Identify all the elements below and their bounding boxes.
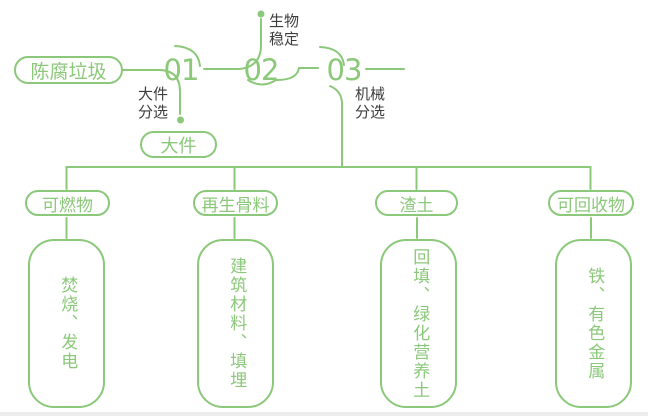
connector-02-to-03 (276, 67, 319, 81)
source-node: 陈腐垃圾 (14, 56, 123, 84)
connector-02-underarc (247, 79, 277, 86)
stage-number-02: 02 (243, 53, 280, 87)
category-node-recyclables: 可回收物 (548, 190, 634, 216)
category-node-combustibles: 可燃物 (25, 190, 110, 216)
riser-endpoint-dot (257, 10, 265, 18)
category-label: 可燃物 (42, 195, 93, 216)
result-text: 铁、有色金属 (584, 266, 605, 381)
source-node-label: 陈腐垃圾 (30, 60, 107, 83)
connector-source-to-01-drop (122, 69, 181, 115)
bottom-edge-strip (0, 412, 648, 416)
connector-03-feed-drop (329, 85, 343, 168)
result-box-recycled-aggregate: 建筑材料、填埋 (197, 239, 274, 408)
category-label: 再生骨料 (201, 195, 270, 216)
category-node-recycled-aggregate: 再生骨料 (193, 190, 278, 216)
stage-label-mechanical-sorting: 机械分选 (355, 85, 386, 121)
output-node-bulky-label: 大件 (160, 135, 197, 157)
category-label: 可回收物 (557, 195, 625, 216)
output-node-bulky: 大件 (140, 131, 217, 158)
category-label: 渣土 (399, 195, 434, 216)
result-box-recyclables: 铁、有色金属 (555, 239, 632, 408)
result-box-slag-soil: 回填、绿化营养土 (380, 239, 457, 408)
connector-01-shoulder-arc (174, 45, 201, 67)
stage-number-01: 01 (163, 53, 200, 87)
result-text: 回填、绿化营养土 (409, 247, 430, 400)
result-text: 焚烧、发电 (57, 276, 78, 371)
connector-03-shoulder-arc (319, 46, 345, 66)
drop-endpoint-dot (177, 116, 184, 124)
connector-01-to-02-riser (203, 18, 262, 70)
connector-distributor-rail (65, 166, 592, 190)
result-box-combustibles: 焚烧、发电 (28, 239, 105, 408)
stage-label-bulky-sorting: 大件分选 (138, 85, 169, 121)
category-node-slag-soil: 渣土 (375, 190, 458, 216)
stage-label-bio-stabilization: 生物稳定 (269, 12, 300, 48)
result-text: 建筑材料、填埋 (226, 257, 247, 390)
stage-number-03: 03 (326, 53, 363, 87)
